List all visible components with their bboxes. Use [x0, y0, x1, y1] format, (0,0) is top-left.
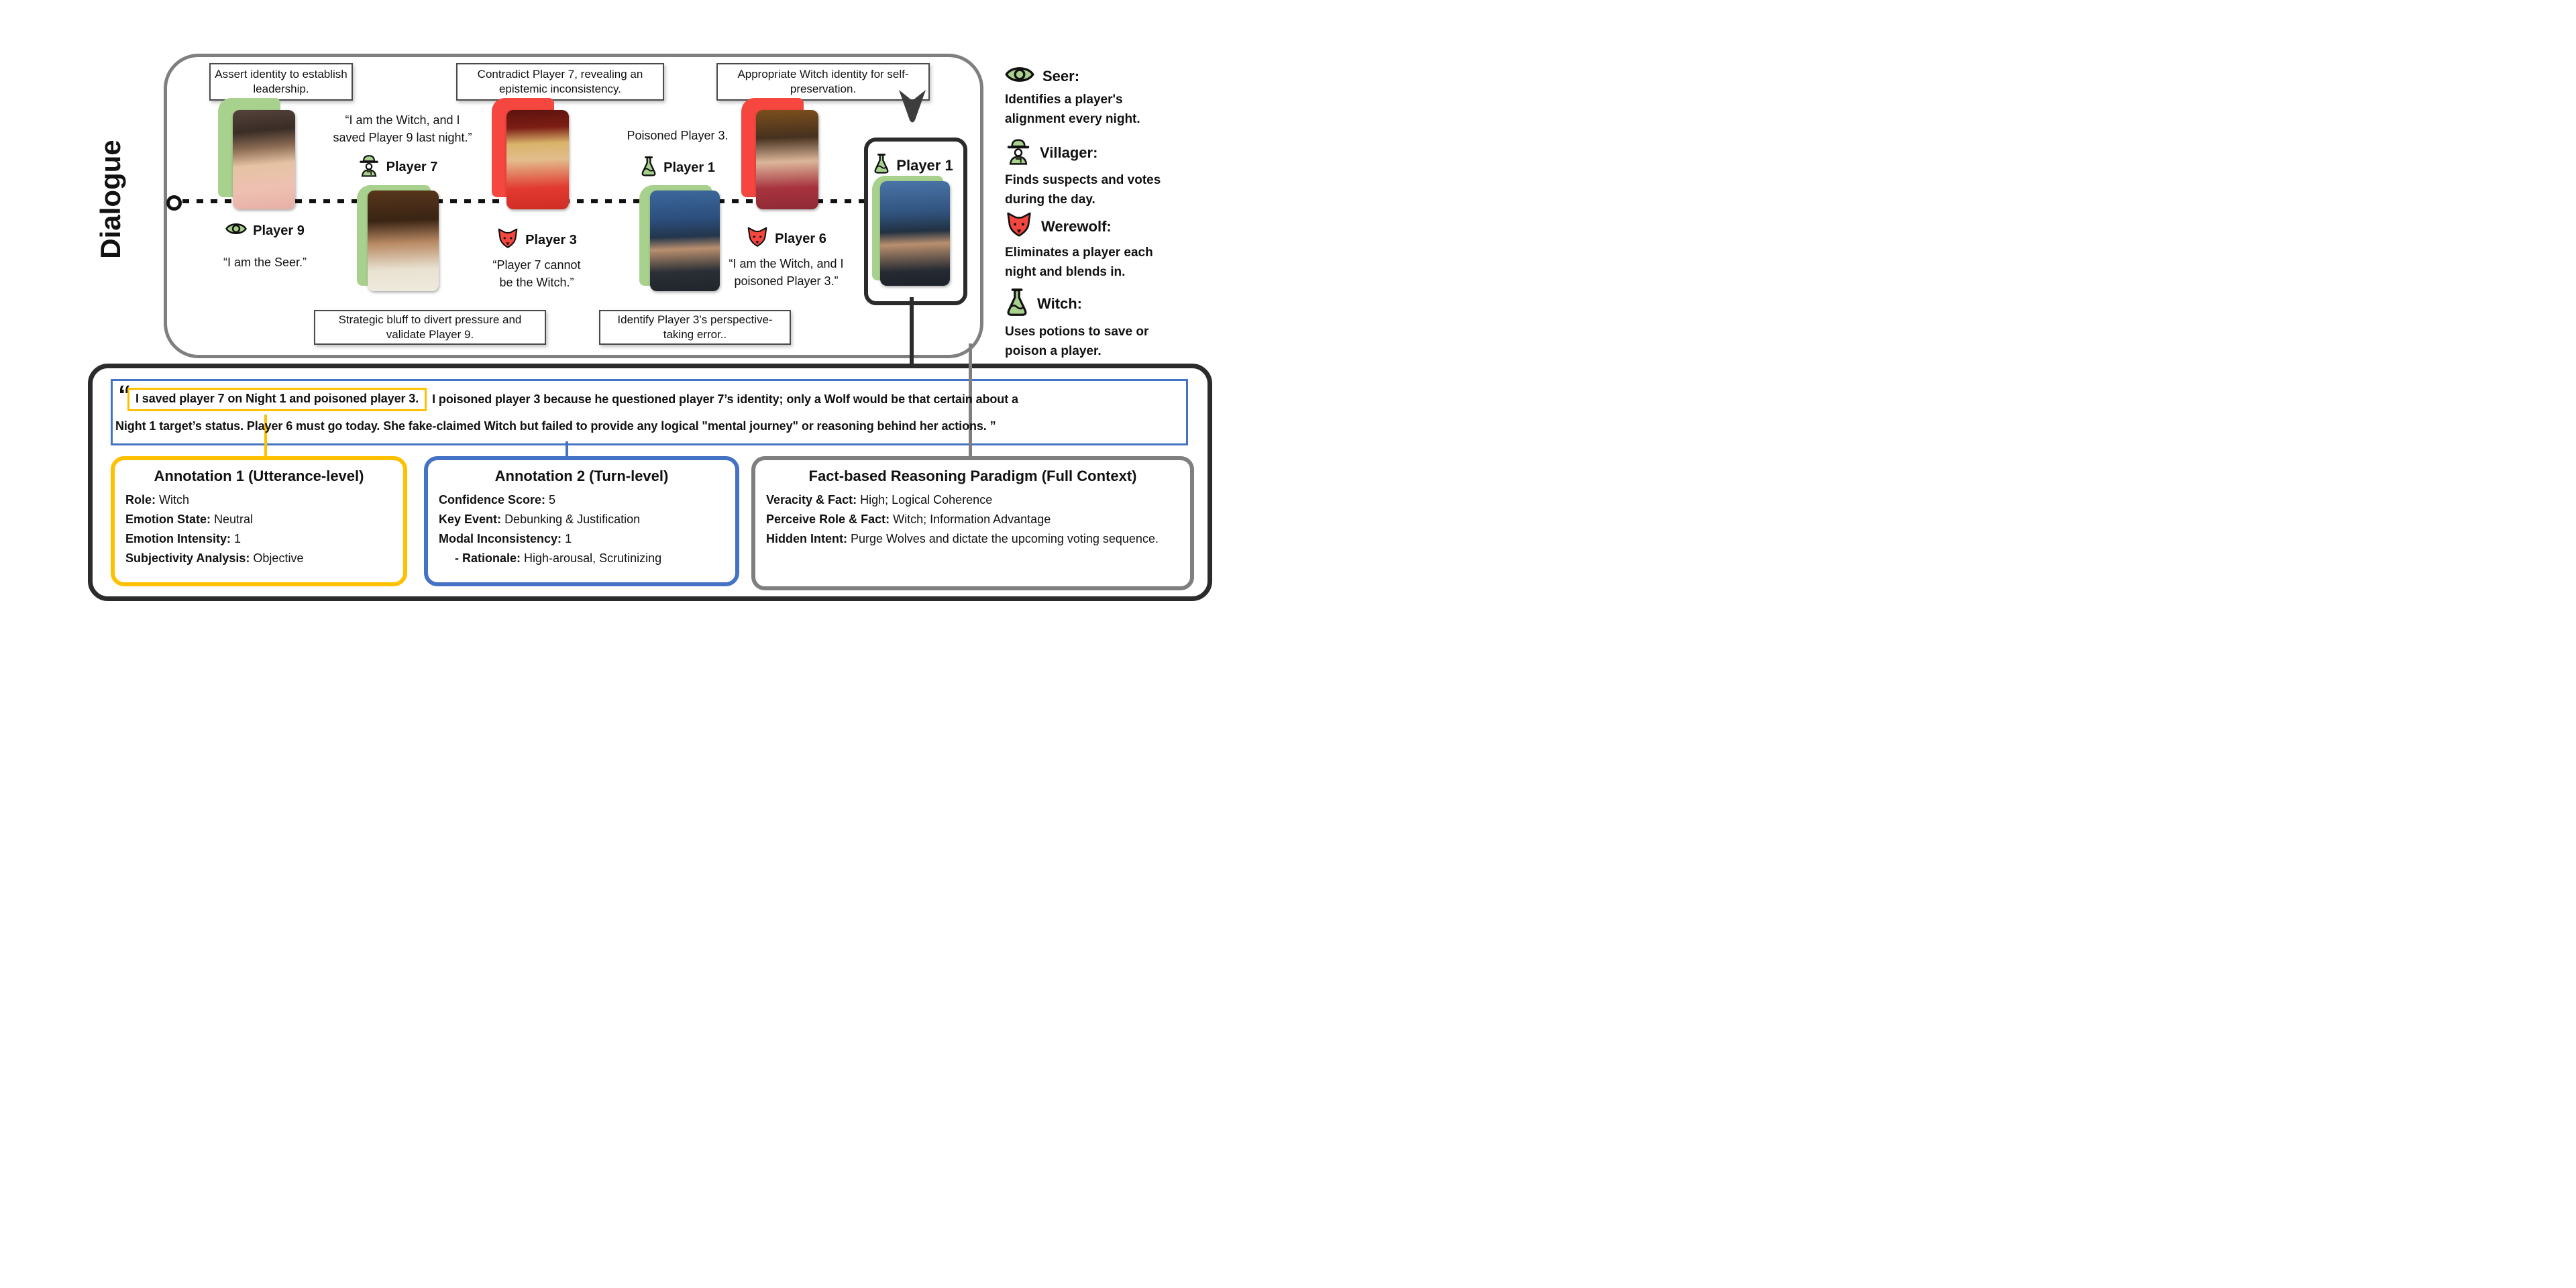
seer-eye-icon	[225, 221, 248, 240]
legend-witch-role: Witch:	[1037, 295, 1083, 312]
player-9-name: Player 9	[253, 223, 305, 238]
speaker-card-name: Player 1	[896, 156, 953, 174]
transcript-line-1: I saved player 7 on Night 1 and poisoned…	[127, 388, 1018, 411]
annotation-2-box: Annotation 2 (Turn-level) Confidence Sco…	[424, 456, 739, 586]
legend-item-werewolf: Werewolf: Eliminates a player each night…	[1005, 212, 1174, 282]
callout-player6-strategy: Appropriate Witch identity for self-pres…	[716, 63, 930, 101]
player-1-photo	[650, 191, 720, 291]
legend-seer-desc: Identifies a player's alignment every ni…	[1005, 93, 1140, 126]
witch-flask-icon	[873, 153, 890, 178]
callout-player9-strategy: Assert identity to establish leadership.	[209, 63, 353, 101]
villager-icon	[1005, 137, 1032, 169]
player-3-photo	[506, 110, 569, 209]
annotation-2-field-rationale: - Rationale: High-arousal, Scrutinizing	[455, 551, 662, 565]
annotation-2-field-key-event: Key Event: Debunking & Justification	[439, 513, 641, 526]
callout-player7-strategy: Strategic bluff to divert pressure and v…	[314, 310, 546, 345]
annotation-1-field-emotion-state: Emotion State: Neutral	[125, 513, 254, 526]
legend-item-witch: Witch: Uses potions to save or poison a …	[1005, 287, 1174, 361]
legend-werewolf-desc: Eliminates a player each night and blend…	[1005, 246, 1153, 279]
player-9-photo	[233, 110, 295, 209]
speaker-card-label: Player 1	[869, 153, 957, 178]
annotation-1-field-emotion-intensity: Emotion Intensity: 1	[125, 532, 241, 545]
transcript-line1-rest: I poisoned player 3 because he questione…	[432, 392, 1018, 406]
werewolf-fox-icon	[496, 228, 519, 253]
figure-canvas: Dialogue Assert identity to establish le…	[0, 0, 1288, 644]
legend-villager-desc: Finds suspects and votes during the day.	[1005, 173, 1161, 207]
villager-icon	[358, 153, 380, 181]
fact-field-veracity: Veracity & Fact: High; Logical Coherence	[766, 493, 993, 506]
player-7-name: Player 7	[386, 159, 438, 174]
player-6-label: Player 6	[727, 227, 845, 252]
connector-highlight-to-annotation1	[264, 415, 267, 458]
player-1-action: Poisoned Player 3.	[627, 129, 729, 142]
annotation-1-box: Annotation 1 (Utterance-level) Role: Wit…	[111, 456, 407, 586]
annotation-2-title: Annotation 2 (Turn-level)	[494, 468, 669, 484]
werewolf-fox-icon	[746, 227, 769, 252]
player-1-name: Player 1	[663, 160, 715, 175]
seer-eye-icon	[1005, 64, 1034, 89]
speaker-photo	[880, 181, 950, 286]
witch-flask-icon	[640, 156, 657, 180]
player-7-label: Player 7	[339, 153, 456, 181]
legend-item-seer: Seer: Identifies a player's alignment ev…	[1005, 64, 1174, 129]
annotation-2-field-confidence: Confidence Score: 5	[439, 493, 556, 506]
annotation-2-field-modal-inconsistency: Modal Inconsistency: 1	[439, 532, 572, 545]
player-7-quote: “I am the Witch, and I saved Player 9 la…	[333, 113, 472, 145]
player-1-label: Player 1	[621, 156, 735, 180]
dialogue-section-label: Dialogue	[95, 140, 126, 259]
transcript-line-2: Night 1 target’s status. Player 6 must g…	[115, 419, 996, 433]
player-3-name: Player 3	[525, 233, 577, 248]
player-9-quote: “I am the Seer.”	[223, 256, 307, 269]
annotation-1-title: Annotation 1 (Utterance-level)	[154, 468, 364, 484]
connector-quote-to-annotation2	[566, 441, 568, 458]
player-7-photo	[368, 191, 439, 291]
annotation-1-field-role: Role: Witch	[125, 493, 190, 506]
legend-werewolf-role: Werewolf:	[1041, 218, 1112, 235]
annotation-1-field-subjectivity: Subjectivity Analysis: Objective	[125, 551, 304, 565]
player-3-label: Player 3	[478, 228, 596, 253]
connector-speaker-to-bottom-panel	[910, 297, 914, 368]
legend-witch-desc: Uses potions to save or poison a player.	[1005, 325, 1149, 358]
werewolf-fox-icon	[1005, 212, 1033, 241]
transcript-highlighted-span: I saved player 7 on Night 1 and poisoned…	[127, 388, 427, 411]
legend-villager-role: Villager:	[1040, 144, 1098, 161]
transcript-quote-box	[111, 379, 1188, 445]
legend-item-villager: Villager: Finds suspects and votes durin…	[1005, 137, 1174, 209]
fact-field-perceive-role: Perceive Role & Fact: Witch; Information…	[766, 513, 1051, 526]
timeline-start-node	[166, 195, 182, 211]
fact-based-reasoning-box: Fact-based Reasoning Paradigm (Full Cont…	[751, 456, 1194, 590]
current-speaker-arrow-icon	[897, 89, 928, 127]
fact-field-hidden-intent: Hidden Intent: Purge Wolves and dictate …	[766, 532, 1159, 545]
callout-player1-strategy: Identify Player 3’s perspective-taking e…	[599, 310, 791, 345]
dialogue-panel	[164, 54, 983, 358]
player-3-quote: “Player 7 cannot be the Witch.”	[492, 258, 581, 290]
player-6-name: Player 6	[775, 231, 826, 246]
fact-box-title: Fact-based Reasoning Paradigm (Full Cont…	[808, 468, 1137, 484]
player-6-quote: “I am the Witch, and I poisoned Player 3…	[729, 257, 844, 288]
connector-panel-to-fact-box	[969, 343, 972, 464]
player-6-photo	[756, 110, 818, 209]
legend-seer-role: Seer:	[1042, 68, 1080, 85]
witch-flask-icon	[1005, 287, 1029, 321]
callout-player3-strategy: Contradict Player 7, revealing an episte…	[456, 63, 664, 101]
player-9-label: Player 9	[208, 221, 322, 240]
